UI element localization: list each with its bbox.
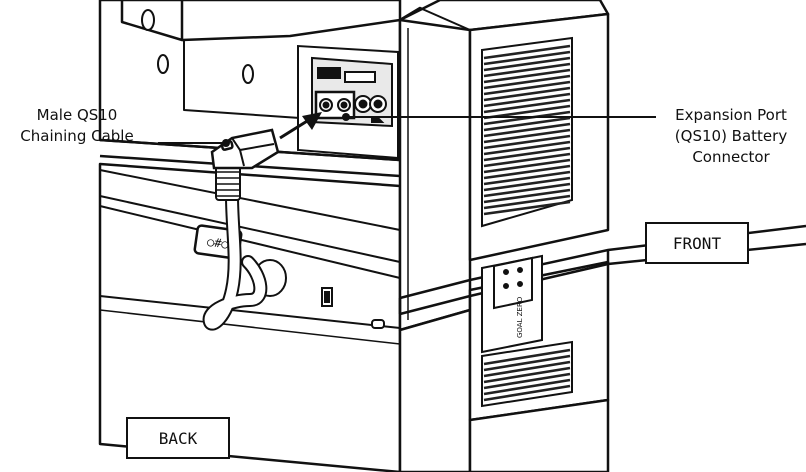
callout-left-line-1: Male QS10 [36,106,118,124]
insertion-arrow [279,112,322,140]
lower-indicators [321,287,385,329]
lower-vent-grille [481,340,573,408]
qs10-male-plug [210,128,280,170]
expansion-port-label: Expansion Port (QS10) Battery Connector [658,105,804,168]
front-badge-panel [481,254,543,354]
callout-right-line-1: Expansion Port [675,106,787,124]
qs10-socket [314,90,356,120]
mounting-hole [242,64,254,84]
front-side-label: FRONT [645,222,749,264]
callout-right-line-3: Connector [692,148,770,166]
mounting-hole [141,9,155,31]
mounting-hole [157,54,169,74]
unit-back-lower-section [98,162,402,472]
male-qs10-cable-label: Male QS10 Chaining Cable [6,105,148,147]
back-side-label: BACK [126,417,230,459]
expansion-port-panel [297,44,399,160]
callout-line-left [158,139,230,147]
cable-strain-relief [215,165,241,201]
callout-line-right [342,113,656,121]
callout-right-line-2: (QS10) Battery [674,127,788,145]
qs10-chaining-cable [202,128,280,331]
upper-vent-grille [481,36,573,228]
unit-front-corner [398,0,610,472]
mounting-holes [141,9,254,84]
front-badge-logo: GOAL ZERO [516,296,524,338]
side-panel-symbol: ○#○ [206,235,229,252]
callout-left-line-2: Chaining Cable [20,127,134,145]
